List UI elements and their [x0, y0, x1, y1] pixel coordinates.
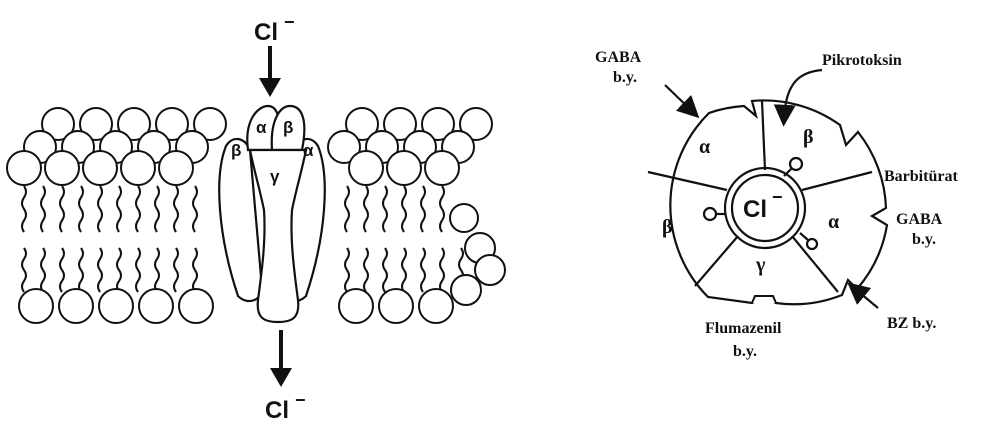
flumazenil-by-label: b.y.	[733, 343, 757, 360]
top-arrow-icon	[259, 46, 281, 97]
receptor-panel: Cl − α β α γ β GABA b.y. Pikrotoksin Bar…	[595, 49, 958, 360]
pikrotoksin-label: Pikrotoksin	[822, 52, 902, 69]
label-beta-left: β	[231, 141, 241, 160]
lipid-head	[475, 255, 505, 285]
lipid-tail	[41, 186, 45, 232]
lipid-tail	[22, 248, 26, 292]
receptor-beta-left: β	[662, 216, 673, 238]
bottom-chloride-label: Cl −	[265, 390, 306, 424]
barbiturat-label: Barbitürat	[884, 168, 958, 185]
lipid-head	[179, 289, 213, 323]
spoke-top	[762, 101, 765, 170]
lipid-tail	[22, 186, 26, 232]
lipid-tail	[193, 186, 197, 232]
lipid-tail	[155, 186, 159, 232]
lipid-tail	[155, 248, 159, 292]
lipid-head	[379, 289, 413, 323]
lipid-tail	[174, 186, 178, 232]
gaba-right-by-label: b.y.	[912, 231, 936, 248]
lipid-head	[19, 289, 53, 323]
lipid-head	[45, 151, 79, 185]
lipid-head	[7, 151, 41, 185]
lipid-tail	[440, 186, 444, 232]
lipid-tail	[421, 248, 425, 292]
gaba-right-label: GABA	[896, 211, 943, 228]
lipid-head	[59, 289, 93, 323]
lipid-head	[387, 151, 421, 185]
pikrotoksin-site-knob	[790, 158, 802, 170]
lipid-tail	[174, 248, 178, 292]
spoke-left	[648, 172, 727, 190]
lipid-tail	[117, 248, 121, 292]
lipid-tail	[421, 186, 425, 232]
lipid-tail	[402, 186, 406, 232]
spoke-right	[802, 172, 872, 190]
lipid-tail	[345, 186, 349, 232]
lipid-head	[349, 151, 383, 185]
lipid-tail	[193, 248, 197, 292]
bz-label: BZ b.y.	[887, 315, 936, 332]
label-gamma: γ	[270, 167, 280, 186]
lipid-head	[99, 289, 133, 323]
gaba-left-label: GABA	[595, 49, 642, 66]
spoke-lower-left	[695, 236, 738, 286]
lipid-tail	[136, 186, 140, 232]
lipid-head	[450, 204, 478, 232]
lipid-tail	[117, 186, 121, 232]
lipid-tail	[98, 186, 102, 232]
bottom-arrow-icon	[270, 330, 292, 387]
receptor-center-ion: Cl	[743, 196, 767, 223]
lipid-head	[451, 275, 481, 305]
lipid-head	[159, 151, 193, 185]
lipid-tail	[98, 248, 102, 292]
lipid-head	[425, 151, 459, 185]
lipid-tail	[79, 248, 83, 292]
right-site-knob	[807, 239, 817, 249]
receptor-beta-top: β	[803, 126, 814, 148]
receptor-gamma-bottom: γ	[755, 254, 766, 276]
receptor-alpha-top: α	[699, 136, 710, 158]
membrane-panel: Cl − α β β α γ	[7, 12, 505, 424]
bz-arrow-icon	[854, 288, 878, 308]
left-site-knob	[704, 208, 716, 220]
lipid-head	[419, 289, 453, 323]
lipid-head	[121, 151, 155, 185]
label-beta-top: β	[283, 118, 293, 137]
lipid-tail	[345, 248, 349, 292]
top-chloride-label: Cl −	[254, 12, 295, 46]
label-alpha-right: α	[303, 141, 314, 160]
lipid-tail	[364, 186, 368, 232]
lipid-tail	[440, 248, 444, 292]
label-alpha-top: α	[256, 118, 267, 137]
lipid-tail	[79, 186, 83, 232]
lipid-tail	[41, 248, 45, 292]
bottom-ion-text: Cl	[265, 397, 289, 424]
top-ion-text: Cl	[254, 19, 278, 46]
lipid-head	[339, 289, 373, 323]
lipid-tail	[364, 248, 368, 292]
lipid-head	[83, 151, 117, 185]
receptor-alpha-right: α	[828, 211, 839, 233]
lipid-tail	[402, 248, 406, 292]
top-ion-charge: −	[284, 12, 295, 32]
bottom-ion-charge: −	[295, 390, 306, 410]
lipid-tail	[60, 186, 64, 232]
lipid-tail	[136, 248, 140, 292]
channel-protein	[219, 106, 325, 322]
gaba-left-by-label: b.y.	[613, 69, 637, 86]
lipid-tail	[60, 248, 64, 292]
flumazenil-label: Flumazenil	[705, 320, 782, 337]
right-site-connector	[800, 233, 808, 240]
lipid-head	[139, 289, 173, 323]
flumazenil-site-icon	[752, 296, 776, 303]
receptor-center-charge: −	[772, 187, 783, 207]
lipid-tail	[383, 186, 387, 232]
gaba-left-arrow-icon	[665, 85, 693, 112]
lipid-tail	[383, 248, 387, 292]
